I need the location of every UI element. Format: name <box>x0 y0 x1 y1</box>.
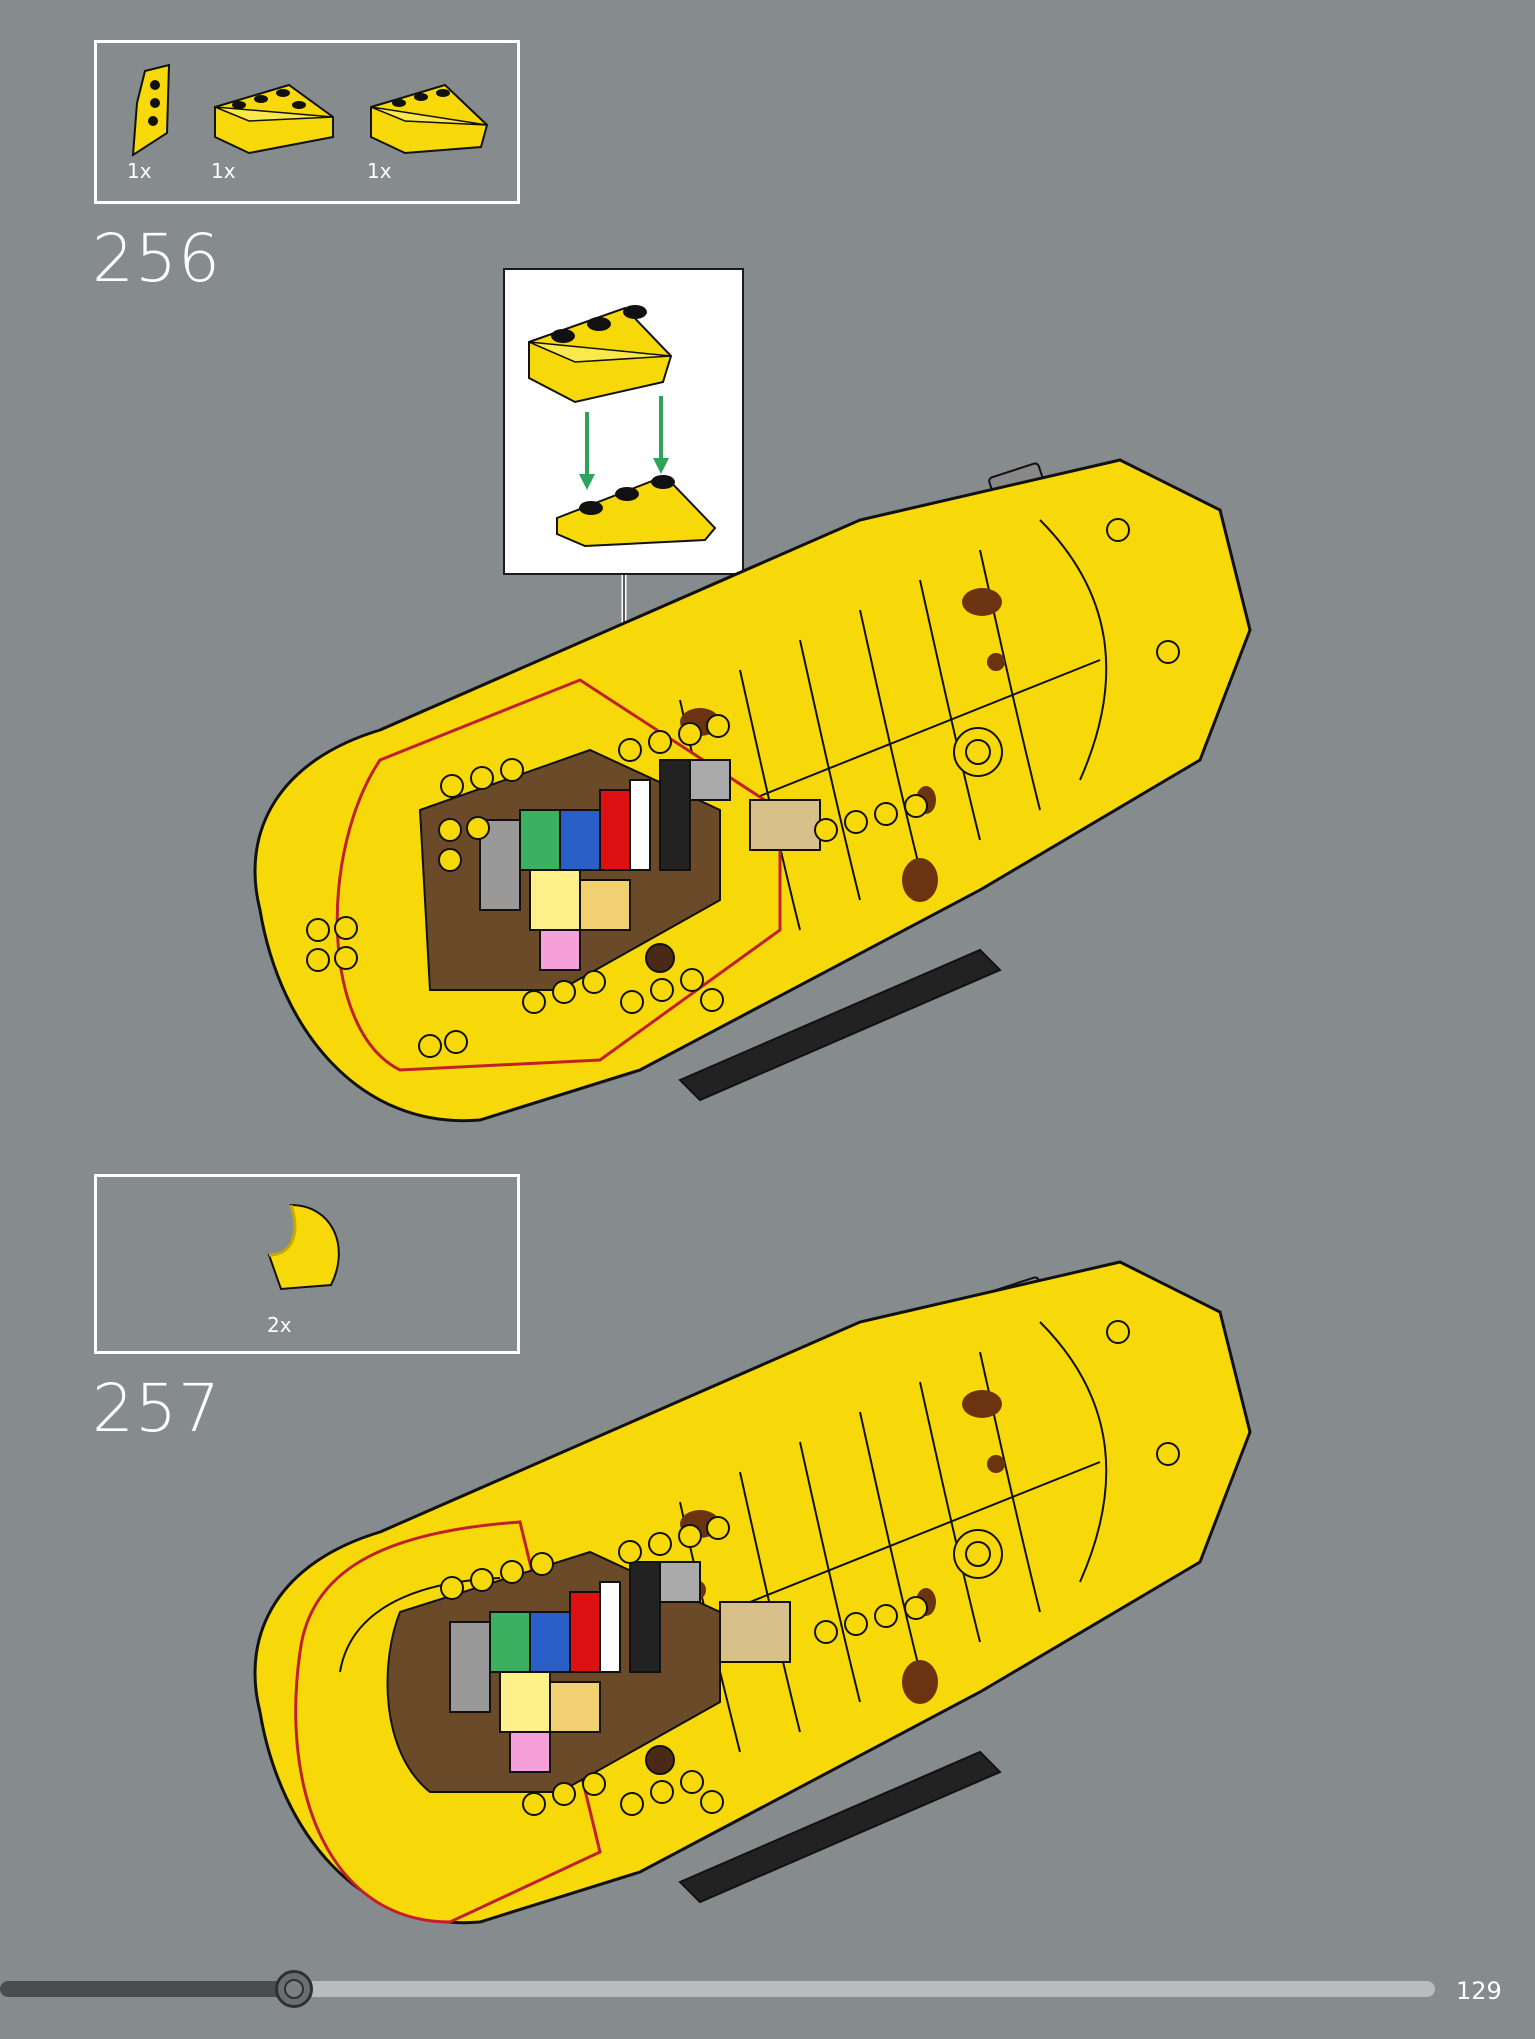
parts-list-step-256: 1x 1x 1x <box>94 40 520 204</box>
part-qty: 2x <box>267 1313 292 1337</box>
callout-assembly-diagram <box>528 305 717 548</box>
part-qty: 1x <box>211 159 236 183</box>
page-number: 129 <box>1456 1977 1502 2005</box>
yellow-wedge-brick-right-icon <box>370 83 489 155</box>
part-qty: 1x <box>367 159 392 183</box>
sub-assembly-callout <box>503 268 744 575</box>
step-number: 257 <box>92 1370 221 1447</box>
part-qty: 1x <box>127 159 152 183</box>
yellow-wedge-brick-left-icon <box>214 83 334 155</box>
progress-slider-handle[interactable] <box>275 1970 313 2008</box>
submarine-model-step-256 <box>253 458 1252 1123</box>
yellow-wedge-plate-icon <box>131 63 171 157</box>
parts-list-step-257: 2x <box>94 1174 520 1354</box>
step-number: 256 <box>92 220 221 297</box>
yellow-curved-slope-icon <box>267 1203 340 1291</box>
progress-track[interactable] <box>0 1981 1435 1997</box>
submarine-model-step-257 <box>253 1260 1252 1925</box>
progress-fill <box>0 1981 294 1997</box>
